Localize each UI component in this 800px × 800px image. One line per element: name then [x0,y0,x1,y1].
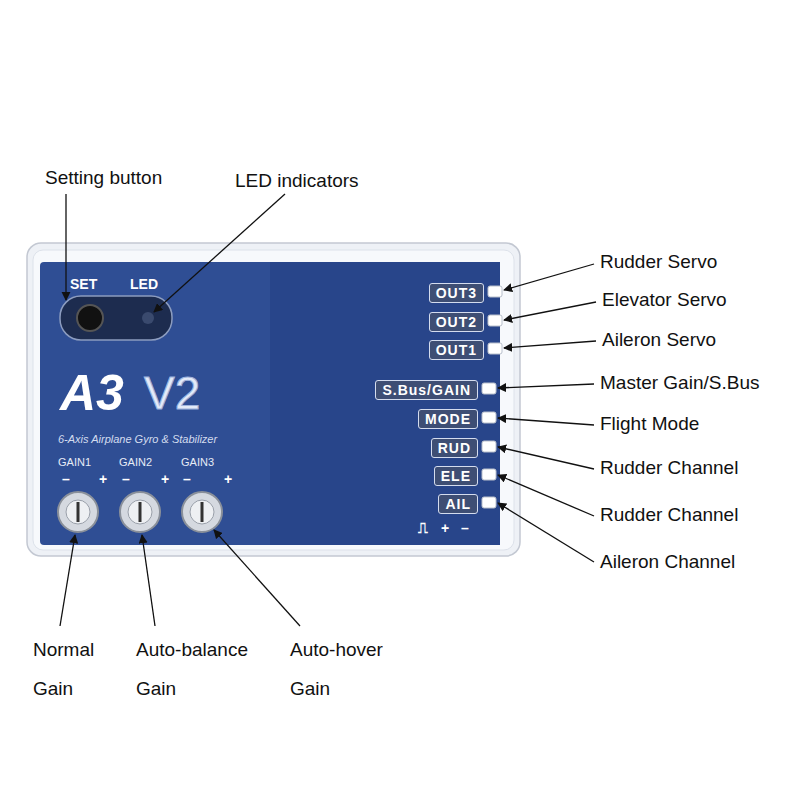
callout-label: Setting button [45,167,162,189]
callout-label: Rudder Channel [600,457,738,479]
callout-label: LED indicators [235,170,359,192]
callout-label: Normal Gain [33,630,115,708]
model-name: A3 [60,368,124,418]
pin-header [482,286,502,508]
port-name: S.Bus/GAIN [382,383,471,397]
polarity-mark: – [122,472,130,486]
callout-label: Aileron Servo [602,329,716,351]
port-name: MODE [425,412,471,426]
port-name: OUT3 [436,286,477,300]
gain-potentiometer [182,492,222,532]
callout-label: Aileron Channel [600,551,735,573]
product-subtitle: 6-Axis Airplane Gyro & Stabilizer [58,434,217,445]
clear-housing [27,243,520,556]
port-label: ELE [434,466,478,486]
gain-potentiometer [58,492,98,532]
port-label: AIL [438,494,478,514]
port-label: RUD [431,438,478,458]
port-name: RUD [438,441,471,455]
panel-band [270,262,500,545]
callout-label: Master Gain/S.Bus [600,372,759,394]
power-pin-mark: + [441,521,449,535]
housing-rim [33,250,514,550]
ground-pin-mark: – [461,521,469,535]
button-label: SET [70,277,97,291]
polarity-mark: + [99,472,107,486]
callout-label: Auto-hover Gain [290,630,408,708]
gyro-label-panel: SET LED A3 V2 6-Axis Airplane Gyro & Stabili… [40,262,500,545]
callout-label: Flight Mode [600,413,699,435]
callout-label: Rudder Servo [600,251,717,273]
polarity-mark: – [183,472,191,486]
version-mark: V2 [144,370,200,416]
gain-label: GAIN3 [181,457,214,468]
button-slot [60,296,172,340]
callout-label: Auto-balance Gain [136,630,272,708]
port-name: ELE [441,469,471,483]
led-window [142,312,154,324]
polarity-mark: + [161,472,169,486]
polarity-mark: – [62,472,70,486]
gain-label: GAIN1 [58,457,91,468]
port-label: OUT3 [429,283,484,303]
port-name: AIL [445,497,471,511]
polarity-mark: + [224,472,232,486]
led-label: LED [130,277,158,291]
port-label: MODE [418,409,478,429]
leader-line [60,194,596,626]
callout-label: Elevator Servo [602,289,727,311]
gain-label: GAIN2 [119,457,152,468]
gain-potentiometer [120,492,160,532]
port-name: OUT1 [436,343,477,357]
port-label: OUT1 [429,340,484,360]
port-name: OUT2 [436,315,477,329]
port-label: S.Bus/GAIN [375,380,478,400]
label-panel [40,262,500,545]
callout-label: Rudder Channel [600,504,738,526]
signal-pin-mark: ⎍ [418,521,428,535]
port-label: OUT2 [429,312,484,332]
set-button [77,305,103,331]
